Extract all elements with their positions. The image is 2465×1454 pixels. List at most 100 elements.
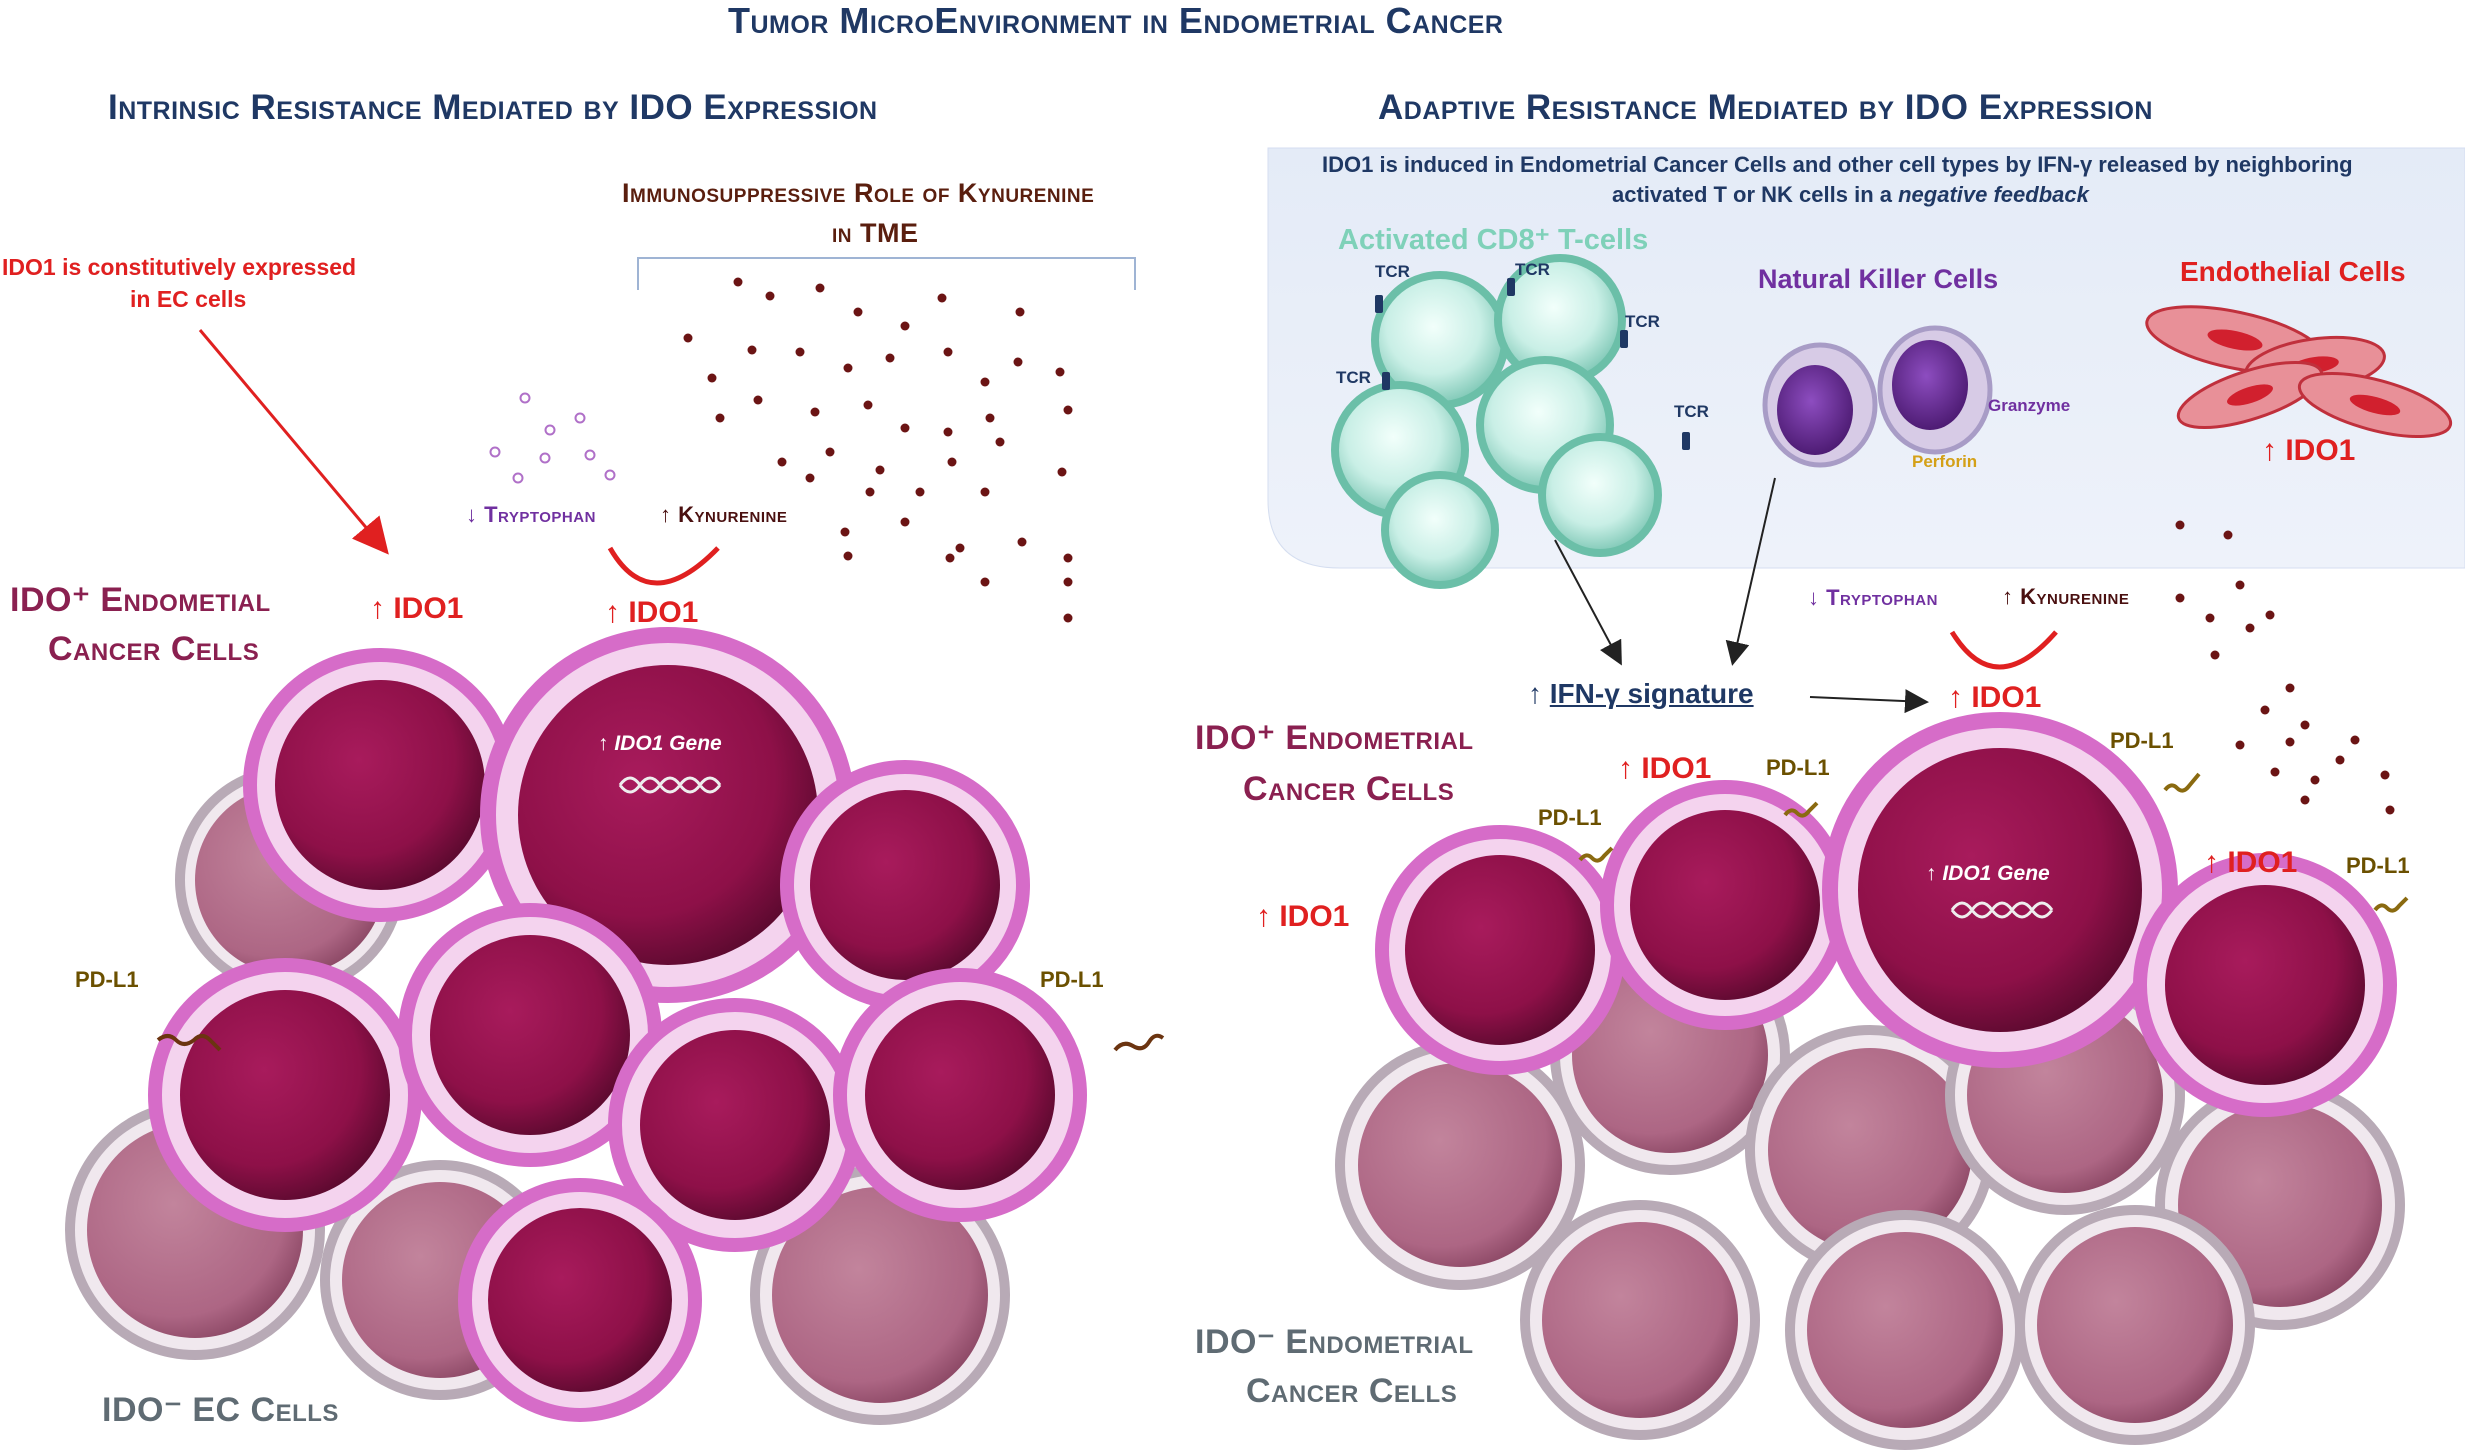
right-ido1-enzyme-label: ↑ IDO1: [1948, 681, 2042, 714]
kynurenine-dot: [707, 373, 717, 383]
kynurenine-dot: [2205, 613, 2215, 623]
right-ido1-gene-label: ↑ IDO1 Gene: [1926, 862, 2050, 885]
nk-cells: [1762, 325, 1993, 468]
tcr-label: TCR: [1336, 368, 1371, 387]
kynurenine-dot: [980, 487, 990, 497]
kynurenine-dot: [815, 283, 825, 293]
pdl1-receptor-icon: [2163, 772, 2201, 793]
pos-cell: [458, 1178, 702, 1422]
kynurenine-dot: [900, 321, 910, 331]
neg-cell: [1520, 1200, 1760, 1440]
kynurenine-dot: [2210, 650, 2220, 660]
kynurenine-dot: [915, 487, 925, 497]
left-ido1-cells-label: ↑ IDO1: [370, 592, 464, 625]
kynurenine-bracket: [637, 257, 1136, 290]
info-box-line1: IDO1 is induced in Endometrial Cancer Ce…: [1322, 152, 2353, 177]
right-tryptophan-label: ↓ Tryptophan: [1808, 585, 1938, 610]
right-ido-positive-line1: IDO⁺ Endometrial: [1195, 719, 1474, 757]
right-ido-negative-line2: Cancer Cells: [1246, 1372, 1458, 1410]
kynurenine-dot: [1015, 307, 1025, 317]
left-ido-negative-label: IDO⁻ EC Cells: [102, 1391, 339, 1429]
constitutive-arrow: [198, 329, 389, 555]
kynurenine-dot: [2385, 805, 2395, 815]
kynurenine-dot: [2260, 705, 2270, 715]
left-heading: Intrinsic Resistance Mediated by IDO Exp…: [108, 88, 878, 127]
cd8-to-ifn-arrow: [1554, 539, 1622, 666]
kynurenine-dot: [2310, 775, 2320, 785]
left-ido-positive-line1: IDO⁺ Endometial: [10, 581, 271, 619]
kynurenine-dot: [2300, 795, 2310, 805]
left-kynurenine-label: ↑ Kynurenine: [660, 502, 788, 527]
tryptophan-molecules: [489, 392, 616, 484]
neg-cell: [750, 1165, 1010, 1425]
right-pdl1-label-a: PD-L1: [1766, 755, 1830, 780]
kynurenine-dot: [2265, 610, 2275, 620]
kynurenine-dot: [1063, 577, 1073, 587]
kynurenine-dot: [2300, 720, 2310, 730]
kynurenine-dot: [2285, 737, 2295, 747]
kynurenine-dot: [885, 353, 895, 363]
neg-cell: [1335, 1040, 1585, 1290]
right-ido-negative-line1: IDO⁻ Endometrial: [1195, 1323, 1474, 1361]
tcr-label: TCR: [1625, 312, 1660, 331]
page-title: Tumor MicroEnvironment in Endometrial Ca…: [728, 0, 1504, 41]
pdl1-receptor-icon: [1578, 846, 1614, 863]
perforin-label: Perforin: [1912, 452, 1978, 471]
pdl1-receptor-icon: [156, 1034, 222, 1052]
neg-cell: [2015, 1205, 2255, 1445]
ifn-signature-text: IFN-γ signature: [1549, 678, 1754, 709]
granzyme-label: Granzyme: [1988, 396, 2071, 415]
kynurenine-dot: [753, 395, 763, 405]
ido1-gene-dna-right: [1950, 901, 2054, 919]
tryptophan-dot: [519, 392, 531, 404]
right-pdl1-label-b: PD-L1: [2110, 728, 2174, 753]
kynurenine-dot: [2175, 520, 2185, 530]
kynurenine-dot: [2223, 530, 2233, 540]
right-ido1-label-a: ↑ IDO1: [1618, 752, 1712, 785]
kynurenine-dot: [810, 407, 820, 417]
pos-cell: [1375, 825, 1625, 1075]
cd8-label: Activated CD8⁺ T-cells: [1338, 224, 1649, 256]
right-kynurenine-label: ↑ Kynurenine: [2002, 584, 2130, 609]
tryptophan-dot: [574, 412, 586, 424]
ido1-gene-dna-left: [618, 776, 722, 794]
tryptophan-dot: [512, 472, 524, 484]
endothelial-ido1-label: ↑ IDO1: [2262, 434, 2356, 467]
tryptophan-dot: [544, 424, 556, 436]
constitutive-note-line2: in EC cells: [130, 286, 247, 312]
kynurenine-dot: [900, 517, 910, 527]
kynurenine-molecules: [683, 277, 2395, 815]
kynurenine-dot: [947, 457, 957, 467]
left-tryptophan-label: ↓ Tryptophan: [466, 502, 596, 527]
ifn-to-ido1-arrow: [1809, 689, 1929, 714]
pos-cell: [780, 760, 1030, 1010]
left-ido1-gene-label: ↑ IDO1 Gene: [598, 732, 722, 755]
left-ido-positive-line2: Cancer Cells: [48, 630, 260, 668]
info-box-line2-text: activated T or NK cells in a: [1612, 182, 1899, 207]
pdl1-receptor-icon: [1113, 1033, 1165, 1052]
left-ido-positive-cells: [148, 627, 1087, 1422]
constitutive-note-line1: IDO1 is constitutively expressed: [2, 254, 357, 280]
kynurenine-dot: [777, 457, 787, 467]
kynurenine-dot: [2245, 623, 2255, 633]
kynurenine-dot: [765, 291, 775, 301]
kynurenine-dot: [863, 400, 873, 410]
ido1-enzyme-arc-right: [1949, 630, 2058, 670]
info-box-line2: activated T or NK cells in a negative fe…: [1612, 182, 2089, 208]
endothelial-cells: [2145, 305, 2453, 438]
kynurenine-dot: [1013, 357, 1023, 367]
kynurenine-dot: [843, 551, 853, 561]
kynurenine-role-line2: in TME: [832, 218, 919, 248]
kynurenine-dot: [2235, 580, 2245, 590]
neg-cell: [1785, 1210, 2025, 1450]
tcr-label: TCR: [1375, 262, 1410, 281]
kynurenine-dot: [865, 487, 875, 497]
cd8-t-cells: [1331, 254, 1662, 589]
pos-cell-large: [1822, 712, 2178, 1068]
pdl1-receptor-icon: [1783, 801, 1819, 818]
neg-cell: [1745, 1025, 1995, 1275]
kynurenine-dot: [1055, 367, 1065, 377]
kynurenine-dot: [2235, 740, 2245, 750]
nk-to-ifn-arrow: [1725, 477, 1776, 666]
kynurenine-dot: [1017, 537, 1027, 547]
